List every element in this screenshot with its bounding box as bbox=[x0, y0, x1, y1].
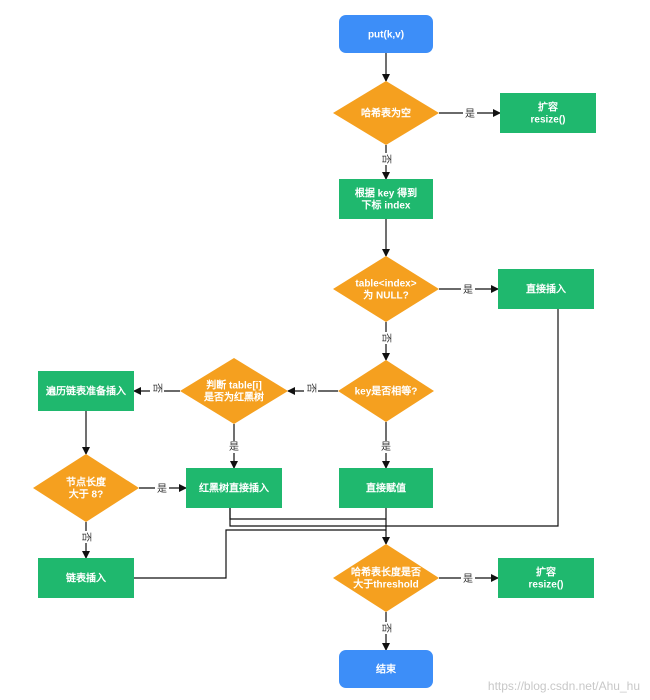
node-shape bbox=[33, 454, 139, 522]
node-label: 大于threshold bbox=[353, 578, 419, 591]
edge-label-yes: 是 bbox=[381, 441, 391, 453]
edge-label-yes: 是 bbox=[463, 573, 473, 585]
edges-layer bbox=[82, 53, 559, 651]
edge-label-no: 否 bbox=[305, 383, 317, 393]
edge-listins-merge bbox=[134, 529, 386, 579]
node-label: 直接赋值 bbox=[366, 482, 406, 495]
node-d-tree: 判断 table[i]是否为红黑树 bbox=[180, 358, 288, 424]
node-label: 为 NULL? bbox=[363, 289, 409, 302]
node-label: key是否相等? bbox=[355, 385, 418, 398]
node-label: 是否为红黑树 bbox=[203, 391, 264, 404]
node-shape bbox=[338, 360, 434, 422]
node-label: 直接插入 bbox=[526, 283, 566, 296]
node-p-treeins: 红黑树直接插入 bbox=[186, 468, 282, 508]
node-label: 红黑树直接插入 bbox=[199, 482, 269, 495]
node-shape bbox=[333, 81, 439, 145]
node-shape bbox=[180, 358, 288, 424]
edge-treeins-merge bbox=[229, 508, 386, 520]
edge-label-bg bbox=[304, 382, 318, 394]
edge-label-no: 否 bbox=[380, 333, 392, 343]
node-label: 链表插入 bbox=[65, 572, 106, 585]
edge-label-bg bbox=[79, 531, 93, 543]
edge-label-yes: 是 bbox=[229, 441, 239, 453]
edge-labels-layer: 是否是否否否是是是否是否 bbox=[79, 108, 477, 634]
edge-label-bg bbox=[461, 573, 475, 585]
edge-label-no: 否 bbox=[80, 532, 92, 542]
edge-label-yes: 是 bbox=[463, 284, 473, 296]
node-p-insert: 直接插入 bbox=[498, 269, 594, 309]
node-end: 结束 bbox=[339, 650, 433, 688]
edge-label-no: 否 bbox=[380, 154, 392, 164]
node-shape bbox=[38, 558, 134, 598]
node-shape bbox=[333, 256, 439, 322]
node-d-keyeq: key是否相等? bbox=[338, 360, 434, 422]
node-shape bbox=[339, 179, 433, 219]
node-label: 哈希表为空 bbox=[361, 107, 411, 120]
node-shape bbox=[339, 468, 433, 508]
node-label: 节点长度 bbox=[66, 476, 107, 489]
node-label: 哈希表长度是否 bbox=[351, 566, 421, 579]
node-shape bbox=[38, 371, 134, 411]
node-label: 扩容 bbox=[538, 101, 558, 114]
node-shape bbox=[339, 650, 433, 688]
edge-label-bg bbox=[379, 441, 393, 453]
node-label: 大于 8? bbox=[69, 488, 103, 501]
node-p-listins: 链表插入 bbox=[38, 558, 134, 598]
edge-label-bg bbox=[150, 382, 164, 394]
node-shape bbox=[498, 269, 594, 309]
edge-label-yes: 是 bbox=[157, 483, 167, 495]
node-shape bbox=[500, 93, 596, 133]
node-p-assign: 直接赋值 bbox=[339, 468, 433, 508]
node-start: put(k,v) bbox=[339, 15, 433, 53]
node-label: 下标 index bbox=[362, 199, 411, 212]
edge-label-bg bbox=[379, 622, 393, 634]
edge-label-bg bbox=[461, 284, 475, 296]
edge-label-bg bbox=[227, 441, 241, 453]
node-label: resize() bbox=[528, 580, 563, 591]
node-label: 根据 key 得到 bbox=[355, 187, 417, 200]
edge-label-no: 否 bbox=[380, 623, 392, 633]
edge-label-bg bbox=[379, 153, 393, 165]
node-label: 判断 table[i] bbox=[206, 379, 262, 392]
node-label: resize() bbox=[530, 115, 565, 126]
node-label: 遍历链表准备插入 bbox=[45, 385, 126, 398]
edge-label-bg bbox=[155, 483, 169, 495]
node-d-empty: 哈希表为空 bbox=[333, 81, 439, 145]
node-shape bbox=[186, 468, 282, 508]
node-shape bbox=[333, 544, 439, 612]
node-p-traverse: 遍历链表准备插入 bbox=[38, 371, 134, 411]
edge-label-yes: 是 bbox=[465, 108, 475, 120]
node-label: 扩容 bbox=[536, 566, 556, 579]
edge-label-bg bbox=[463, 108, 477, 120]
watermark: https://blog.csdn.net/Ahu_hu bbox=[488, 679, 640, 693]
edge-label-no: 否 bbox=[151, 383, 163, 393]
node-shape bbox=[339, 15, 433, 53]
node-label: table<index> bbox=[355, 279, 416, 290]
edge-label-bg bbox=[379, 332, 393, 344]
node-label: put(k,v) bbox=[368, 30, 404, 41]
node-d-null: table<index>为 NULL? bbox=[333, 256, 439, 322]
node-shape bbox=[498, 558, 594, 598]
node-label: 结束 bbox=[376, 663, 397, 676]
